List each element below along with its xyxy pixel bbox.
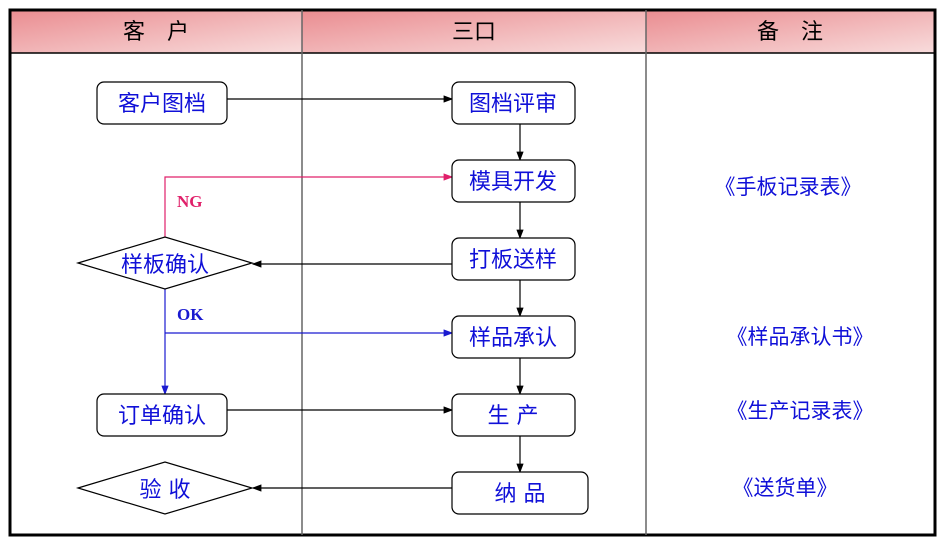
node-label: 打板送样 — [469, 248, 557, 273]
header-customer: 客 户 — [123, 20, 189, 45]
decision-acceptance — [75, 461, 255, 515]
note-sample-record: 《手板记录表》 — [715, 175, 862, 199]
note-sample-approval: 《样品承认书》 — [727, 325, 874, 349]
decision-sample-confirm — [75, 236, 255, 290]
node-label: 样板确认 — [121, 253, 209, 278]
node-label: 纳 品 — [495, 482, 546, 507]
node-sample-approve — [451, 315, 576, 359]
node-label: 生 产 — [488, 404, 539, 429]
node-doc-review — [451, 81, 576, 125]
node-sample-make — [451, 237, 576, 281]
node-label: 样品承认 — [469, 326, 557, 351]
node-label: 客户图档 — [118, 92, 206, 117]
header-company: 三口 — [452, 20, 496, 45]
note-production-record: 《生产记录表》 — [727, 399, 874, 423]
header-cell-remarks — [646, 10, 935, 53]
node-label: 验 收 — [140, 478, 191, 503]
header-remarks: 备 注 — [757, 20, 823, 45]
node-production — [451, 393, 576, 437]
table-header: 客 户 三口 备 注 — [10, 10, 935, 53]
connectors — [161, 95, 524, 492]
ng-loop-arrow — [164, 173, 454, 237]
node-label: 模具开发 — [469, 170, 557, 195]
ng-label: NG — [177, 192, 203, 211]
header-cell-customer — [10, 10, 302, 53]
note-delivery-note: 《送货单》 — [733, 476, 838, 500]
node-label: 订单确认 — [118, 404, 206, 429]
node-delivery — [451, 471, 589, 515]
node-customer-docs — [96, 81, 228, 125]
node-order-confirm — [96, 393, 228, 437]
header-cell-company — [302, 10, 646, 53]
node-label: 图档评审 — [469, 92, 557, 117]
ok-label: OK — [177, 305, 204, 324]
table-grid — [8, 8, 937, 537]
node-mold-dev — [451, 159, 576, 203]
